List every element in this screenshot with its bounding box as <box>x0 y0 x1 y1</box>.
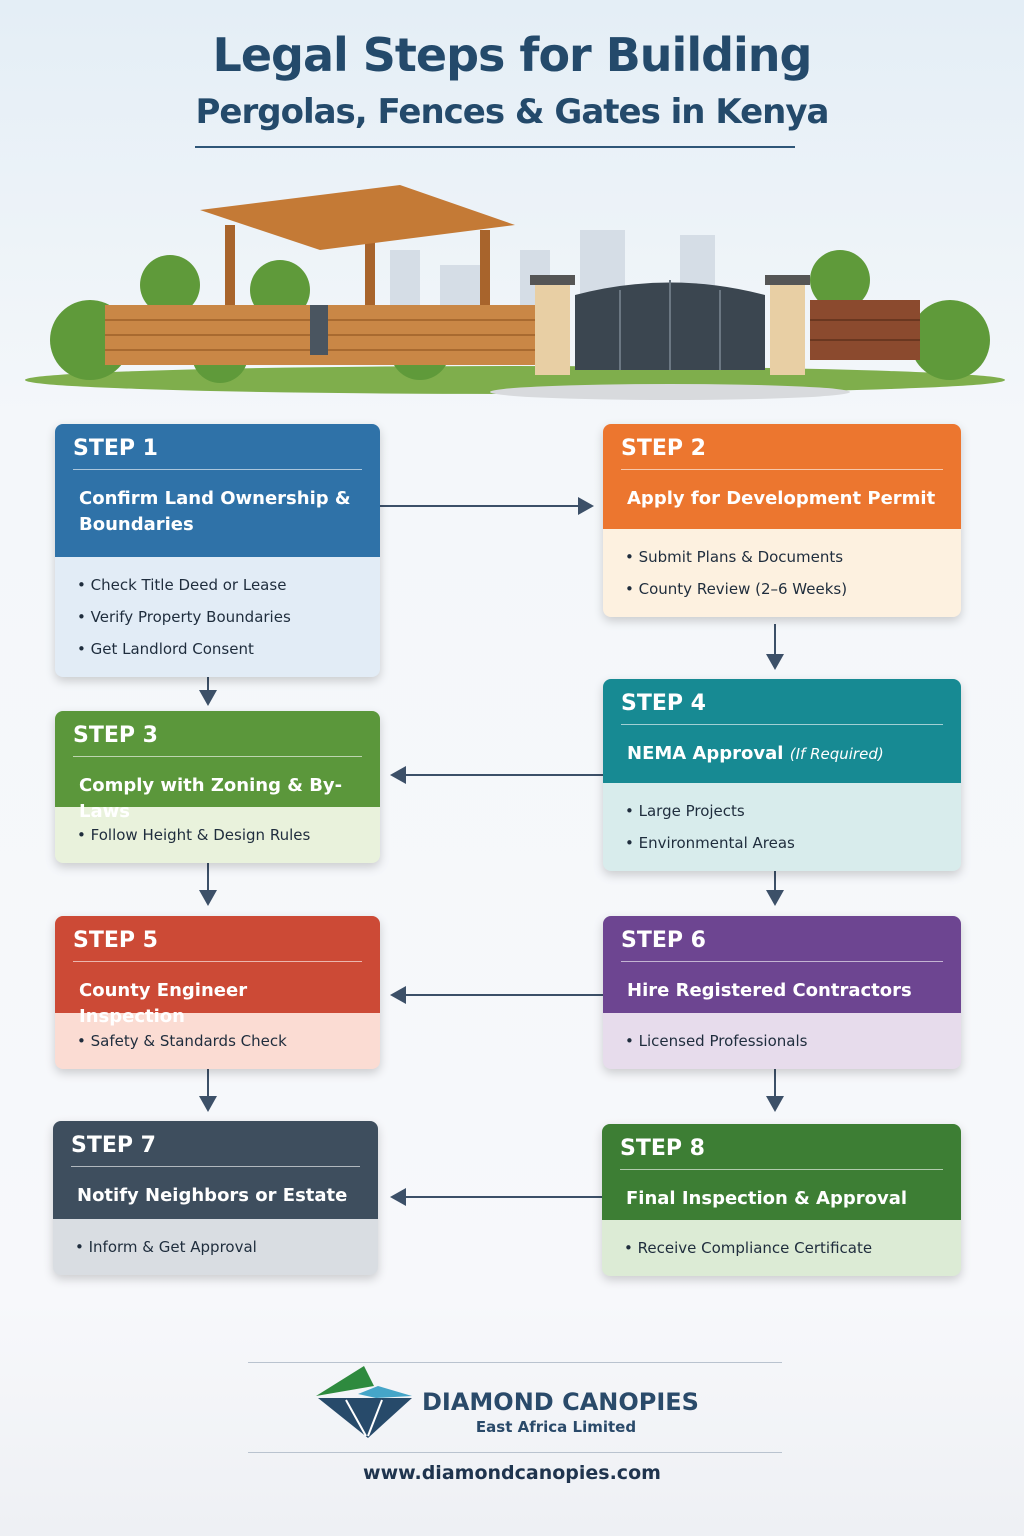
step-item: Follow Height & Design Rules <box>77 819 358 851</box>
step-title-text: Confirm Land Ownership & Boundaries <box>79 488 351 535</box>
title-underline <box>195 146 795 148</box>
step-title-text: NEMA Approval <box>627 743 784 764</box>
step-label: STEP 6 <box>621 928 943 962</box>
footer-divider-top <box>248 1362 782 1363</box>
step-title: Confirm Land Ownership & Boundaries <box>73 470 362 552</box>
step-label: STEP 2 <box>621 436 943 470</box>
step-header: STEP 6 Hire Registered Contractors <box>603 916 961 1013</box>
step-item: Safety & Standards Check <box>77 1025 358 1057</box>
step-items: Follow Height & Design Rules <box>55 807 380 863</box>
arrow-2-to-4 <box>774 624 776 656</box>
step-header: STEP 2 Apply for Development Permit <box>603 424 961 529</box>
step-label: STEP 1 <box>73 436 362 470</box>
step-title: Notify Neighbors or Estate <box>71 1167 360 1223</box>
arrow-5-to-7 <box>207 1068 209 1098</box>
step-title: Apply for Development Permit <box>621 470 943 526</box>
step-title-text: Final Inspection & Approval <box>626 1188 908 1209</box>
step-3-card: STEP 3 Comply with Zoning & By-LawsFollow… <box>55 711 380 863</box>
step-title: County Engineer Inspection <box>73 962 362 1044</box>
step-items: Receive Compliance Certificate <box>602 1220 961 1276</box>
step-item: Receive Compliance Certificate <box>624 1232 939 1264</box>
step-5-card: STEP 5 County Engineer InspectionSafety &… <box>55 916 380 1069</box>
step-header: STEP 7 Notify Neighbors or Estate <box>53 1121 378 1219</box>
arrow-8-to-7 <box>405 1196 602 1198</box>
step-items: Licensed Professionals <box>603 1013 961 1069</box>
arrow-3-to-5 <box>207 862 209 892</box>
arrowhead-left-icon <box>390 986 406 1004</box>
step-items: Check Title Deed or LeaseVerify Property… <box>55 557 380 677</box>
step-item: Get Landlord Consent <box>77 633 358 665</box>
brand-name: DIAMOND CANOPIES <box>422 1388 699 1416</box>
step-header: STEP 1 Confirm Land Ownership & Boundarie… <box>55 424 380 557</box>
website-link[interactable]: www.diamondcanopies.com <box>363 1462 661 1484</box>
step-item: Submit Plans & Documents <box>625 541 939 573</box>
title-line-1: Legal Steps for Building <box>212 28 813 82</box>
step-2-card: STEP 2 Apply for Development PermitSubmit… <box>603 424 961 617</box>
step-item: Licensed Professionals <box>625 1025 939 1057</box>
step-items: Safety & Standards Check <box>55 1013 380 1069</box>
step-items: Inform & Get Approval <box>53 1219 378 1275</box>
arrow-1-to-2 <box>380 505 580 507</box>
step-item: Inform & Get Approval <box>75 1231 356 1263</box>
step-label: STEP 8 <box>620 1136 943 1170</box>
step-title-note: (If Required) <box>789 745 884 763</box>
arrowhead-down-icon <box>199 690 217 706</box>
step-title: Hire Registered Contractors <box>621 962 943 1018</box>
step-item: County Review (2–6 Weeks) <box>625 573 939 605</box>
step-items: Submit Plans & DocumentsCounty Review (2… <box>603 529 961 617</box>
step-item: Environmental Areas <box>625 827 939 859</box>
arrowhead-down-icon <box>766 890 784 906</box>
arrowhead-left-icon <box>390 1188 406 1206</box>
arrowhead-right-icon <box>578 497 594 515</box>
step-title-text: Notify Neighbors or Estate <box>77 1185 348 1206</box>
step-item: Check Title Deed or Lease <box>77 569 358 601</box>
brand-subtitle: East Africa Limited <box>475 1418 637 1436</box>
step-6-card: STEP 6 Hire Registered ContractorsLicense… <box>603 916 961 1069</box>
arrow-6-to-5 <box>405 994 603 996</box>
step-label: STEP 4 <box>621 691 943 725</box>
step-label: STEP 3 <box>73 723 362 757</box>
step-title: Comply with Zoning & By-Laws <box>73 757 362 839</box>
step-header: STEP 3 Comply with Zoning & By-Laws <box>55 711 380 822</box>
arrow-4-to-6 <box>774 868 776 892</box>
arrowhead-down-icon <box>766 654 784 670</box>
diamond-canopies-logo <box>316 1366 412 1438</box>
footer-divider-bottom <box>248 1452 782 1453</box>
step-item: Verify Property Boundaries <box>77 601 358 633</box>
arrowhead-down-icon <box>199 1096 217 1112</box>
pergola-fence-gate-illustration <box>25 185 1005 400</box>
step-title-text: County Engineer Inspection <box>79 980 248 1027</box>
step-title-text: Hire Registered Contractors <box>627 980 912 1001</box>
arrow-1-to-3 <box>207 670 209 692</box>
arrowhead-left-icon <box>390 766 406 784</box>
step-title-text: Comply with Zoning & By-Laws <box>79 775 343 822</box>
step-7-card: STEP 7 Notify Neighbors or EstateInform &… <box>53 1121 378 1275</box>
step-1-card: STEP 1 Confirm Land Ownership & Boundarie… <box>55 424 380 677</box>
step-8-card: STEP 8 Final Inspection & ApprovalReceive… <box>602 1124 961 1276</box>
step-title: Final Inspection & Approval <box>620 1170 943 1226</box>
step-header: STEP 5 County Engineer Inspection <box>55 916 380 1027</box>
step-item: Large Projects <box>625 795 939 827</box>
arrow-6-to-8 <box>774 1068 776 1098</box>
step-label: STEP 7 <box>71 1133 360 1167</box>
arrowhead-down-icon <box>199 890 217 906</box>
step-title: NEMA Approval (If Required) <box>621 725 943 781</box>
step-header: STEP 8 Final Inspection & Approval <box>602 1124 961 1220</box>
arrowhead-down-icon <box>766 1096 784 1112</box>
step-label: STEP 5 <box>73 928 362 962</box>
arrow-4-to-3 <box>405 774 603 776</box>
title-line-2: Pergolas, Fences & Gates in Kenya <box>195 92 830 132</box>
step-title-text: Apply for Development Permit <box>627 488 936 509</box>
step-items: Large ProjectsEnvironmental Areas <box>603 783 961 871</box>
